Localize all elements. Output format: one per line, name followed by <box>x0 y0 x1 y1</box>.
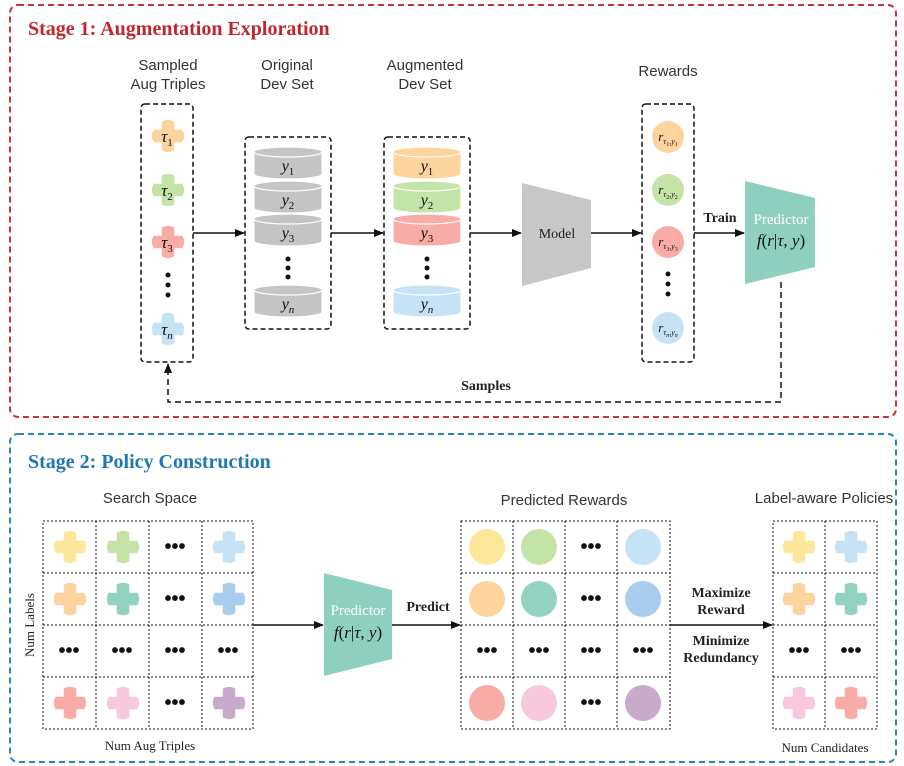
svg-text:•••: ••• <box>840 640 861 662</box>
maximize-label-line1: Maximize <box>691 586 750 601</box>
svg-text:•••: ••• <box>164 640 185 662</box>
model-label: Model <box>539 227 576 242</box>
predictor-stage2-formula: f(r|τ, y) <box>334 623 382 642</box>
predicted-rewards-label: Predicted Rewards <box>501 492 628 509</box>
augmented-label-line1: Augmented <box>387 57 464 74</box>
svg-text:•••: ••• <box>111 640 132 662</box>
num-aug-triples-label: Num Aug Triples <box>105 738 195 753</box>
train-label: Train <box>703 211 736 226</box>
predictor-stage1-label: Predictor <box>754 212 809 228</box>
search-space-label: Search Space <box>103 490 197 507</box>
svg-text:•••: ••• <box>58 640 79 662</box>
predictor-stage1-formula: f(r|τ, y) <box>757 231 805 250</box>
policies-label: Label-aware Policies <box>755 490 893 507</box>
minimize-label-line2: Redundancy <box>683 651 758 666</box>
num-labels-label: Num Labels <box>22 593 37 657</box>
original-dev-set-box: y1 y2 y3 yn <box>244 136 332 330</box>
original-label-line2: Dev Set <box>260 76 314 93</box>
sampled-label-line2: Aug Triples <box>130 76 205 93</box>
svg-text:•••: ••• <box>217 640 238 662</box>
sampled-aug-triples-box: τ1 τ2 τ3 τn <box>140 103 194 363</box>
predict-label: Predict <box>406 600 450 615</box>
tau-ellipsis <box>165 272 171 298</box>
aug-ellipsis <box>424 256 430 280</box>
model-block: Model <box>522 183 591 286</box>
policies-grid: ••• ••• <box>772 520 878 730</box>
search-space-grid: ••• ••• ••• ••• ••• ••• ••• <box>42 520 254 730</box>
svg-text:•••: ••• <box>164 692 185 714</box>
tau-2: τ2 <box>161 181 173 203</box>
rewards-label: Rewards <box>638 63 697 80</box>
svg-text:•••: ••• <box>580 640 601 662</box>
stage2-title: Stage 2: Policy Construction <box>28 451 271 473</box>
sampled-label-line1: Sampled <box>138 57 197 74</box>
svg-text:•••: ••• <box>164 588 185 610</box>
tau-1: τ1 <box>161 127 173 149</box>
augmented-dev-set-box: y1 y2 y3 yn <box>383 136 471 330</box>
original-label-line1: Original <box>261 57 313 74</box>
svg-text:•••: ••• <box>788 640 809 662</box>
predictor-stage2: Predictor f(r|τ, y) <box>324 573 392 676</box>
reward-ellipsis <box>665 271 671 297</box>
samples-label: Samples <box>461 379 511 394</box>
num-candidates-label: Num Candidates <box>781 740 868 755</box>
augmented-label-line2: Dev Set <box>398 76 452 93</box>
stage2-frame <box>9 433 897 763</box>
minimize-label-line1: Minimize <box>693 634 750 649</box>
svg-text:•••: ••• <box>476 640 497 662</box>
svg-text:•••: ••• <box>632 640 653 662</box>
predictor-stage1: Predictor f(r|τ, y) <box>745 181 815 284</box>
stage1-arrows <box>164 229 782 403</box>
rewards-box: rτ1,y1 rτ2,y2 rτ3,y3 rτn,yn <box>641 103 695 363</box>
svg-text:•••: ••• <box>580 692 601 714</box>
svg-text:•••: ••• <box>580 588 601 610</box>
svg-text:•••: ••• <box>580 536 601 558</box>
svg-text:•••: ••• <box>528 640 549 662</box>
predictor-stage2-label: Predictor <box>331 603 386 619</box>
predicted-rewards-grid: ••• ••• ••• ••• ••• ••• ••• <box>460 520 671 730</box>
maximize-label-line2: Reward <box>697 603 745 618</box>
stage1-frame <box>9 4 897 418</box>
stage1-title: Stage 1: Augmentation Exploration <box>28 18 330 40</box>
orig-ellipsis <box>285 256 291 280</box>
svg-text:•••: ••• <box>164 536 185 558</box>
